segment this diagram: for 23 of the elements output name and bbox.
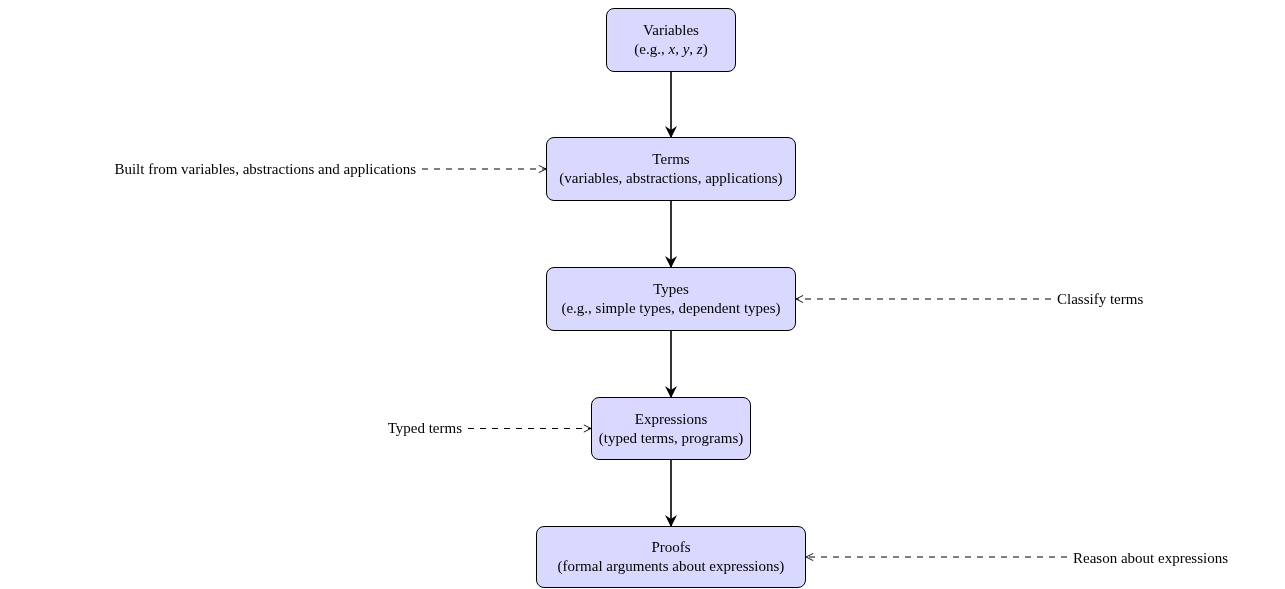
annotation-label: Classify terms	[1057, 289, 1144, 309]
annotation-label: Typed terms	[387, 418, 462, 438]
box-description: (typed terms, programs)	[598, 428, 744, 448]
box-title: Proofs	[651, 538, 691, 557]
box-title: Terms	[652, 150, 690, 169]
process-box	[606, 8, 736, 72]
arrow	[665, 200, 677, 268]
process-box	[591, 397, 751, 460]
process-box	[536, 526, 806, 588]
annotation-label: Reason about expressions	[1073, 548, 1228, 568]
arrow	[665, 459, 677, 527]
box-title: Variables	[643, 21, 699, 40]
process-box	[546, 137, 796, 201]
arrow	[665, 330, 677, 398]
box-description: (formal arguments about expressions)	[557, 557, 785, 576]
box-description: (e.g., x, y, z)	[634, 40, 708, 59]
arrow	[665, 71, 677, 138]
box-title: Expressions	[634, 409, 708, 429]
box-description: (e.g., simple types, dependent types)	[561, 299, 781, 318]
annotation-label: Built from variables, abstractions and applications	[114, 159, 416, 179]
box-description: (variables, abstractions, applications)	[559, 169, 783, 188]
process-box	[546, 267, 796, 331]
box-title: Types	[653, 280, 689, 299]
